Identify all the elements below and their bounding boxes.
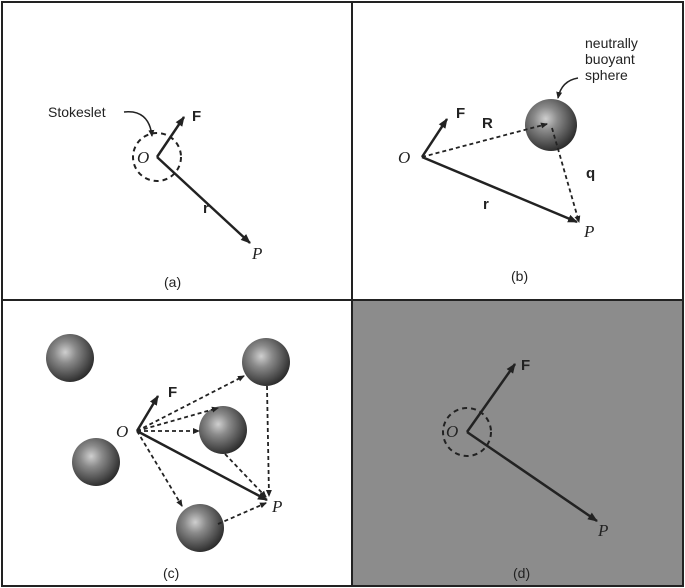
- origin-label: O: [116, 422, 128, 441]
- sphere-label-line2: buoyant: [585, 51, 635, 67]
- r-arrow: [156, 156, 251, 244]
- origin-label: O: [137, 148, 149, 167]
- origin-label: O: [398, 148, 410, 167]
- force-arrow: [420, 118, 449, 158]
- sphere-label-line3: sphere: [585, 67, 628, 83]
- caption-b: (b): [511, 268, 528, 284]
- panel-d: F O P (d): [442, 357, 608, 581]
- force-label: F: [456, 105, 465, 122]
- R-arrow-bottom: [136, 430, 183, 507]
- q-arrow-top-right: [265, 385, 272, 497]
- sphere-bottom: [176, 504, 224, 552]
- sphere-top-right: [242, 338, 290, 386]
- q-arrow-bottom: [217, 502, 267, 525]
- force-label: F: [521, 357, 530, 374]
- sphere-label-line1: neutrally: [585, 35, 638, 51]
- R-arrow-middle-upper: [136, 406, 219, 432]
- R-label: R: [482, 115, 493, 132]
- sphere-middle: [199, 406, 247, 454]
- neutrally-buoyant-sphere: [525, 99, 577, 151]
- stokeslet-pointer: [123, 110, 155, 137]
- force-label: F: [192, 108, 201, 125]
- stokeslet-circle: [132, 132, 182, 182]
- q-arrow-middle: [224, 453, 267, 498]
- caption-d: (d): [513, 565, 530, 581]
- r-label: r: [483, 196, 489, 213]
- force-arrow: [135, 395, 160, 432]
- force-arrow: [155, 116, 186, 158]
- caption-c: (c): [163, 565, 179, 581]
- panel-b: neutrally buoyant sphere F R q O r P (b): [398, 35, 638, 284]
- panel-a: Stokeslet F O r P (a): [48, 104, 262, 290]
- point-label: P: [251, 244, 262, 263]
- q-label: q: [586, 165, 595, 182]
- force-arrow: [465, 363, 517, 433]
- point-label: P: [271, 497, 282, 516]
- R-arrow-top-right: [136, 375, 245, 432]
- force-label: F: [168, 384, 177, 401]
- r-label: r: [203, 200, 209, 217]
- sphere-lower-left: [72, 438, 120, 486]
- sphere-top-left: [46, 334, 94, 382]
- panel-c: F O P (c): [46, 334, 290, 581]
- R-arrow: [421, 122, 548, 158]
- origin-label: O: [446, 422, 458, 441]
- q-arrow: [551, 127, 581, 223]
- stokeslet-label: Stokeslet: [48, 104, 106, 120]
- r-arrow: [466, 430, 598, 523]
- point-label: P: [583, 222, 594, 241]
- r-arrow: [136, 429, 268, 502]
- r-arrow: [421, 155, 578, 224]
- point-label: P: [597, 521, 608, 540]
- stokeslet-circle: [442, 407, 492, 457]
- panel-d-background: [353, 300, 682, 585]
- caption-a: (a): [164, 274, 181, 290]
- sphere-pointer: [556, 77, 579, 99]
